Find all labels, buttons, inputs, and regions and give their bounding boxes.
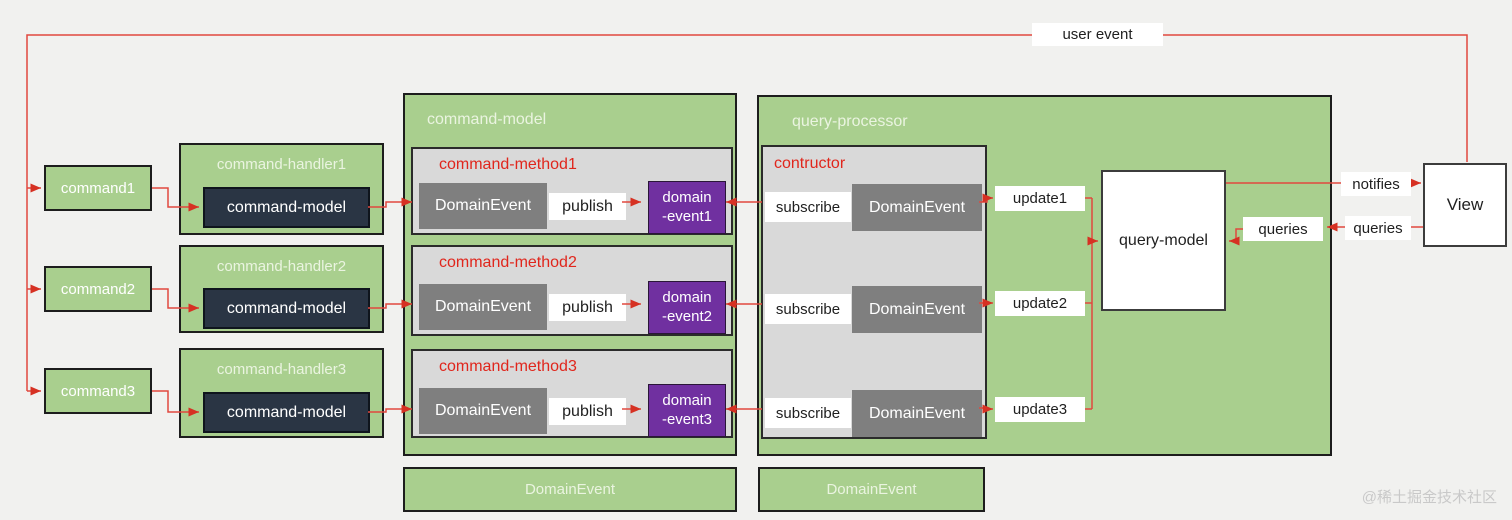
command-handler3-box: command-handler3 command-model bbox=[179, 348, 384, 438]
command-handler3-model-box: command-model bbox=[203, 392, 370, 433]
command-handler1-title: command-handler1 bbox=[216, 156, 347, 173]
command-method3-box: command-method3 DomainEvent publish doma… bbox=[411, 349, 733, 438]
command-handler3-title: command-handler3 bbox=[216, 361, 347, 378]
query-processor-domainevent-bar: DomainEvent bbox=[758, 467, 985, 512]
command-handler2-title: command-handler2 bbox=[216, 258, 347, 275]
domain-event1-line2: -event1 bbox=[661, 207, 713, 225]
constructor-box: contructor subscribe DomainEvent subscri… bbox=[761, 145, 987, 439]
domain-event2-box: domain -event2 bbox=[648, 281, 726, 334]
command-handler2-box: command-handler2 command-model bbox=[179, 245, 384, 333]
user-event-label: user event bbox=[1032, 23, 1163, 46]
subscribe2-label: subscribe bbox=[765, 294, 851, 324]
domain-event3-box: domain -event3 bbox=[648, 384, 726, 437]
command3-box: command3 bbox=[44, 368, 152, 414]
constructor-domainevent1-box: DomainEvent bbox=[852, 184, 982, 231]
command1-box: command1 bbox=[44, 165, 152, 211]
view-box: View bbox=[1423, 163, 1507, 247]
command-method1-title: command-method1 bbox=[439, 156, 577, 173]
constructor-title: contructor bbox=[774, 155, 846, 172]
command-method3-domainevent-box: DomainEvent bbox=[419, 388, 547, 434]
watermark-text: @稀土掘金技术社区 bbox=[1361, 489, 1497, 506]
command-method3-title: command-method3 bbox=[439, 358, 577, 375]
queries-inner-label: queries bbox=[1243, 217, 1323, 241]
subscribe1-label: subscribe bbox=[765, 192, 851, 222]
command-method2-box: command-method2 DomainEvent publish doma… bbox=[411, 245, 733, 336]
command-handler2-model-box: command-model bbox=[203, 288, 370, 329]
command-method1-domainevent-box: DomainEvent bbox=[419, 183, 547, 229]
domain-event1-box: domain -event1 bbox=[648, 181, 726, 234]
subscribe3-label: subscribe bbox=[765, 398, 851, 428]
command-model-title: command-model bbox=[427, 111, 547, 128]
command-method1-publish-label: publish bbox=[549, 193, 626, 220]
query-processor-title: query-processor bbox=[792, 113, 908, 130]
constructor-domainevent3-box: DomainEvent bbox=[852, 390, 982, 437]
domain-event2-line1: domain bbox=[662, 288, 712, 306]
command-model-domainevent-bar: DomainEvent bbox=[403, 467, 737, 512]
command-method1-box: command-method1 DomainEvent publish doma… bbox=[411, 147, 733, 235]
domain-event3-line2: -event3 bbox=[661, 410, 713, 428]
domain-event3-line1: domain bbox=[662, 391, 712, 409]
command-method2-title: command-method2 bbox=[439, 254, 577, 271]
command-method2-publish-label: publish bbox=[549, 294, 626, 321]
constructor-domainevent2-box: DomainEvent bbox=[852, 286, 982, 333]
command-method2-domainevent-box: DomainEvent bbox=[419, 284, 547, 330]
update1-label: update1 bbox=[995, 186, 1085, 211]
command-model-container: command-model command-method1 DomainEven… bbox=[403, 93, 737, 456]
domain-event2-line2: -event2 bbox=[661, 307, 713, 325]
update2-label: update2 bbox=[995, 291, 1085, 316]
update3-label: update3 bbox=[995, 397, 1085, 422]
command-handler1-box: command-handler1 command-model bbox=[179, 143, 384, 235]
queries-outer-label: queries bbox=[1345, 216, 1411, 240]
command2-box: command2 bbox=[44, 266, 152, 312]
notifies-label: notifies bbox=[1341, 172, 1411, 196]
query-model-box: query-model bbox=[1101, 170, 1226, 311]
domain-event1-line1: domain bbox=[662, 188, 712, 206]
command-method3-publish-label: publish bbox=[549, 398, 626, 425]
command-handler1-model-box: command-model bbox=[203, 187, 370, 228]
